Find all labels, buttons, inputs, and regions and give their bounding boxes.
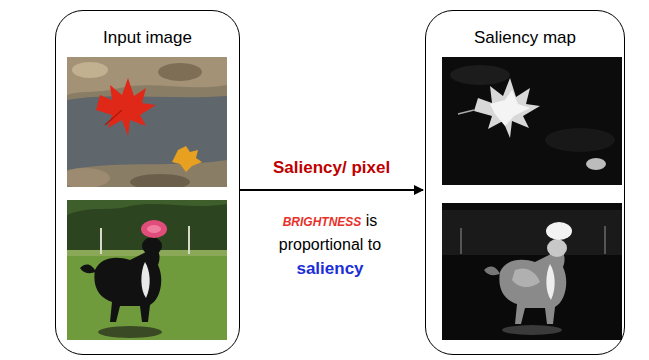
note-text: is	[366, 212, 378, 229]
dog-photo	[67, 200, 227, 340]
leaf-saliency-map	[442, 57, 622, 185]
dog-saliency-map	[442, 203, 622, 340]
emphasis-word: BRIGHTNESS	[283, 215, 362, 229]
note-line: BRIGHTNESS is	[245, 210, 415, 233]
arrow-label: Saliency/ pixel	[273, 158, 390, 178]
flow-arrow	[240, 189, 423, 191]
note-line: proportional to	[245, 234, 415, 256]
leaf-photo	[67, 57, 227, 187]
panel-heading: Saliency map	[426, 28, 624, 48]
saliency-panel: Saliency map	[425, 10, 625, 355]
input-panel: Input image	[55, 10, 240, 355]
emphasis-word: saliency	[296, 259, 363, 278]
panel-heading: Input image	[56, 28, 239, 48]
note-text: proportional to	[279, 236, 381, 253]
note-line: saliency	[245, 258, 415, 280]
